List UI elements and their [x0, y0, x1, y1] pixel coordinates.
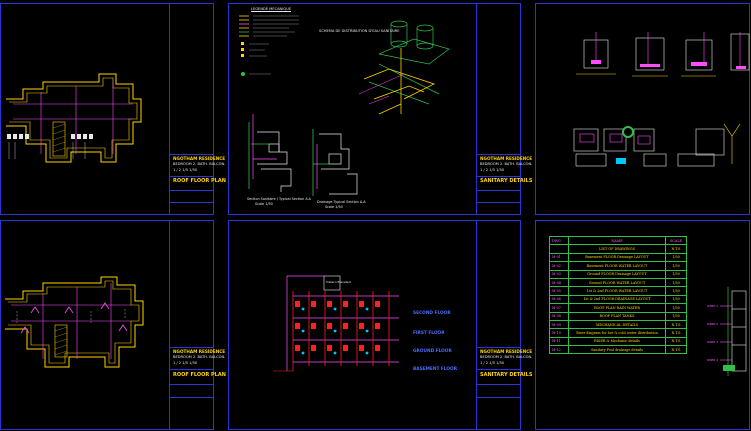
floor-label-first: FIRST FLOOR — [413, 331, 445, 336]
title-block-project: NGOTHAM RESIDENCE — [480, 156, 533, 161]
tank-label: Cistern Elevated — [326, 280, 351, 284]
title-block-line1: BEDROOM 2. BATH. BALCON. — [480, 162, 533, 166]
riser-diagram-drawing — [273, 275, 399, 372]
drawing-sheet-roof-plan-bottom[interactable]: NGOTHAM RESIDENCE BEDROOM 2. BATH. BALCO… — [0, 220, 226, 430]
floor-label-second: SECOND FLOOR — [413, 311, 451, 316]
floor-plan-drawing — [5, 276, 144, 368]
section-left-scale: Scale 1/50 — [255, 202, 273, 206]
drawing-sheet-riser-diagram[interactable]: Cistern Elevated SECOND FLOOR FIRST FLOO… — [228, 220, 533, 430]
isometric-diagram-title: SCHEMA DE DISTRIBUTION D'EAU SANITAIRE — [319, 29, 400, 33]
title-block-line2: 1 / 2 1/5 1/50 — [173, 361, 198, 365]
riser-label-2: RISER 2 — [707, 322, 718, 326]
title-block-line1: BEDROOM 2. BATH. BALCON. — [173, 162, 226, 166]
title-block-sheet-name: ROOF FLOOR PLAN — [173, 178, 226, 184]
drawing-sheet-sanitary-details-top[interactable]: LEGENDE MECANIQUE — [228, 3, 533, 215]
sanitary-detail-drawing — [239, 15, 450, 196]
title-block-line2: 1 / 2 1/5 1/50 — [480, 168, 505, 172]
riser-label-1: RISER 1 — [707, 304, 718, 308]
floor-label-ground: GROUND FLOOR — [413, 349, 452, 354]
title-block-line2: 1 / 2 1/5 1/50 — [173, 168, 198, 172]
floor-plan-drawing — [6, 73, 142, 163]
title-block-project: NGOTHAM RESIDENCE — [173, 349, 226, 354]
title-block-line2: 1 / 2 1/5 1/50 — [480, 361, 505, 365]
mechanical-details-drawing — [573, 32, 750, 167]
section-right-scale: Scale 1/50 — [325, 205, 343, 209]
title-block-project: NGOTHAM RESIDENCE — [480, 349, 533, 354]
riser-label-4: RISER 4 — [707, 358, 718, 362]
drawing-sheet-details-top-right[interactable] — [535, 3, 750, 215]
riser-fixtures — [295, 301, 380, 351]
riser-section-drawing — [720, 287, 747, 376]
title-block: NGOTHAM RESIDENCE BEDROOM 2. BATH. BALCO… — [476, 221, 533, 429]
title-block: NGOTHAM RESIDENCE BEDROOM 2. BATH. BALCO… — [169, 4, 226, 214]
title-block-project: NGOTHAM RESIDENCE — [173, 156, 226, 161]
drawing-sheet-roof-plan-top[interactable]: NGOTHAM RESIDENCE BEDROOM 2. BATH. BALCO… — [0, 3, 226, 215]
floor-label-basement: BASEMENT FLOOR — [413, 367, 457, 372]
title-block: NGOTHAM RESIDENCE BEDROOM 2. BATH. BALCO… — [169, 221, 226, 429]
title-block-sheet-name: SANITARY DETAILS — [480, 178, 533, 184]
section-right-label: Drainage Typical Section A-A — [317, 200, 366, 204]
legend-title: LEGENDE MECANIQUE — [251, 7, 292, 11]
title-block-line1: BEDROOM 2. BATH. BALCON. — [480, 355, 533, 359]
riser-label-3: RISER 3 — [707, 340, 718, 344]
title-block-sheet-name: SANITARY DETAILS — [480, 372, 533, 378]
title-block: NGOTHAM RESIDENCE BEDROOM 2. BATH. BALCO… — [476, 4, 533, 214]
title-block-line1: BEDROOM 2. BATH. BALCON. — [173, 355, 226, 359]
section-left-label: Section Sanitaire / Typical Section A.A — [247, 197, 311, 201]
title-block-sheet-name: ROOF FLOOR PLAN — [173, 372, 226, 378]
